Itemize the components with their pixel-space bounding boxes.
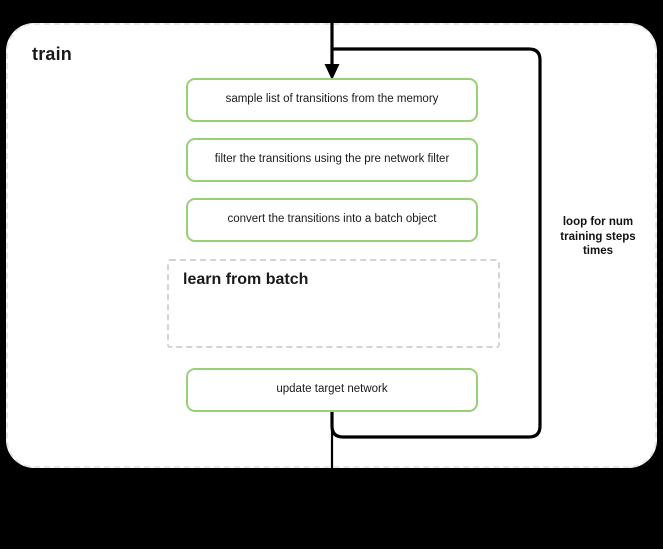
step-label: sample list of transitions from the memo… [225, 93, 439, 106]
subgroup-learn-from-batch[interactable]: learn from batch [167, 259, 500, 348]
loop-caption-line-2: training steps [560, 230, 636, 243]
step-label: update target network [276, 383, 388, 396]
subgroup-title: learn from batch [183, 271, 309, 288]
step-box-convert[interactable]: convert the transitions into a batch obj… [186, 198, 478, 242]
step-label: convert the transitions into a batch obj… [227, 213, 437, 226]
loop-caption-line-3: times [582, 245, 614, 258]
loop-caption: loop for num training steps times [546, 215, 650, 259]
loop-caption-line-1: loop for num [562, 216, 634, 228]
page-title: train [32, 44, 73, 64]
step-box-sample[interactable]: sample list of transitions from the memo… [186, 78, 478, 122]
step-label: filter the transitions using the pre net… [214, 153, 450, 166]
step-box-update[interactable]: update target network [186, 368, 478, 412]
step-box-filter[interactable]: filter the transitions using the pre net… [186, 138, 478, 182]
